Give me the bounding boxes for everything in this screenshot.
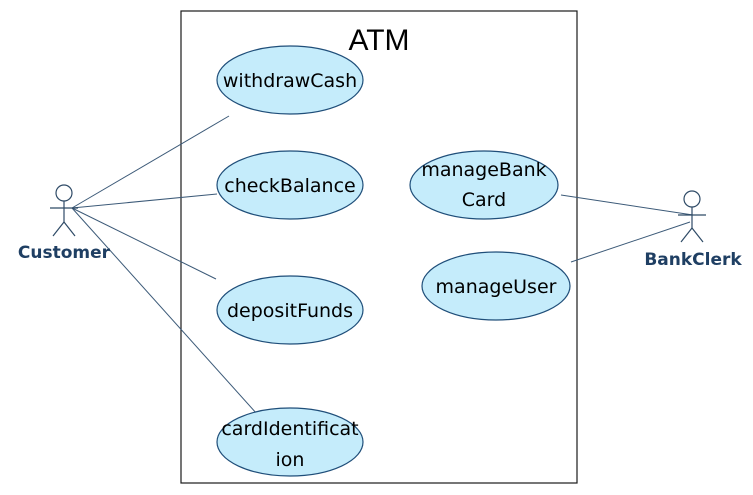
actor-name-customer: Customer [18, 243, 111, 263]
actor-customer[interactable]: Customer [18, 184, 111, 263]
association-customer-depositfunds [71, 207, 217, 280]
use-case-managebankcard[interactable]: manageBank Card [409, 150, 559, 220]
use-case-label-line-2: ion [276, 449, 305, 471]
actor-name-bankclerk: BankClerk [644, 250, 742, 270]
use-case-depositfunds[interactable]: depositFunds [216, 275, 364, 345]
association-bankclerk-manageuser [570, 221, 691, 263]
actor-head [683, 190, 701, 208]
actor-left-leg [52, 221, 65, 237]
use-case-label-line-1: cardIdentificat [221, 418, 358, 440]
use-case-ellipse [216, 275, 364, 345]
association-customer-withdrawcash [71, 115, 230, 209]
association-customer-cardidentification [71, 207, 258, 415]
use-case-label: checkBalance [224, 175, 355, 197]
use-case-label-line-2: Card [462, 189, 506, 211]
use-case-cardidentification[interactable]: cardIdentificat ion [216, 407, 364, 477]
use-case-label-line-1: manageBank [421, 159, 546, 181]
use-case-label: manageUser [436, 276, 557, 298]
use-case-withdrawcash[interactable]: withdrawCash [216, 45, 364, 115]
system-title: ATM [348, 24, 409, 57]
use-case-label: withdrawCash [223, 70, 357, 92]
use-case-ellipse [421, 251, 571, 321]
use-case-label: depositFunds [227, 300, 353, 322]
association-bankclerk-managebankcard [560, 194, 694, 216]
association-customer-checkbalance [71, 193, 218, 209]
actor-bankclerk[interactable]: BankClerk [644, 190, 742, 270]
actor-right-leg [691, 227, 704, 243]
use-case-ellipse [216, 407, 364, 477]
actor-head [55, 184, 73, 202]
use-case-ellipse [409, 150, 559, 220]
actor-right-leg [63, 221, 76, 237]
use-case-ellipse [216, 150, 364, 220]
actor-left-leg [680, 227, 693, 243]
use-case-manageuser[interactable]: manageUser [421, 251, 571, 321]
use-case-ellipse [216, 45, 364, 115]
use-case-checkbalance[interactable]: checkBalance [216, 150, 364, 220]
